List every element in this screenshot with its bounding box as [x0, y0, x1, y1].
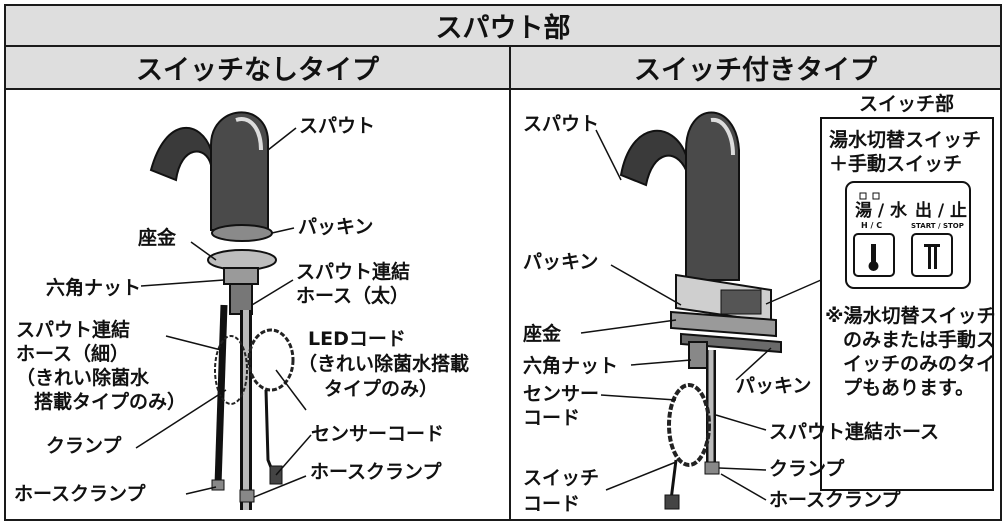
switch-sub-hot-cold: H / C [861, 221, 882, 230]
label-sensor-cord: センサーコード [311, 423, 444, 445]
label-hex-nut: 六角ナット [46, 276, 141, 299]
label-switch-box-1: 湯水切替スイッチ [829, 128, 981, 151]
label-switch-box-2: ＋手動スイッチ [829, 152, 962, 175]
faucet-icon [924, 244, 940, 247]
spout-highlight [235, 117, 263, 151]
label-hose: スパウト連結ホース [769, 420, 939, 443]
label-thin-hose-3: （きれい除菌水 [16, 366, 150, 389]
label-sensor-2: コード [523, 407, 580, 429]
label-spout: スパウト [299, 115, 375, 137]
switch-sub-start-stop: START / STOP [911, 222, 964, 230]
switch-label-hot-cold: 湯 / 水 [855, 200, 908, 221]
shaft [229, 283, 253, 315]
packing-ring [211, 224, 273, 242]
coil [667, 383, 711, 467]
spout-neck [619, 129, 687, 187]
note-line-1: ※湯水切替スイッチ [825, 304, 995, 327]
label-hose-clamp-left: ホースクランプ [14, 482, 146, 505]
panel-no-switch: スパウト 座金 パッキン 六角ナット スパウト連結 ホース（太） スパウト連結 … [4, 90, 511, 521]
label-thick-hose-1: スパウト連結 [296, 260, 410, 283]
thermometer-icon [871, 244, 876, 264]
label-spout: スパウト [523, 113, 599, 135]
indicator-cold [872, 192, 880, 200]
start-stop-switch-button [911, 233, 953, 277]
spout-neck [149, 127, 212, 182]
note-line-4: プもあります。 [843, 376, 974, 399]
label-hose-clamp-right: ホースクランプ [310, 460, 442, 483]
label-packing-top: パッキン [523, 251, 598, 273]
header-no-switch-type: スイッチなしタイプ [4, 45, 511, 90]
header-switch-type: スイッチ付きタイプ [509, 45, 1002, 90]
label-clamp: クランプ [769, 457, 845, 480]
washer-plate [670, 310, 777, 338]
switch-callout-box [820, 117, 994, 491]
label-sensor-1: センサー [523, 383, 599, 405]
label-packing: パッキン [298, 216, 373, 238]
packing-plate [680, 332, 782, 354]
label-led-1: LEDコード [308, 328, 406, 350]
switch-label-start-stop: 出 / 止 [915, 200, 967, 221]
leader-lines [580, 129, 822, 501]
label-thick-hose-2: ホース（太） [296, 284, 409, 307]
label-washer: 座金 [523, 322, 562, 345]
hose-clamp-shape [704, 461, 720, 475]
hose-clamp-right-shape [239, 489, 255, 503]
label-led-3: タイプのみ） [324, 377, 438, 400]
label-switch-section: スイッチ部 [859, 92, 954, 115]
no-switch-faucet-illustration: スパウト 座金 パッキン 六角ナット スパウト連結 ホース（太） スパウト連結 … [14, 111, 469, 510]
label-clamp: クランプ [46, 434, 122, 457]
label-hex-nut: 六角ナット [523, 354, 618, 377]
hex-nut-shape [688, 341, 708, 369]
coil-left [214, 335, 248, 405]
hex-nut-shape [223, 267, 259, 285]
spout-body [210, 111, 269, 231]
note-line-2: のみまたは手動ス [843, 328, 995, 351]
indicator-hot [859, 192, 867, 200]
label-hose-clamp: ホースクランプ [769, 488, 901, 511]
label-led-2: （きれい除菌水搭載 [298, 352, 469, 375]
label-thin-hose-4: 搭載タイプのみ） [34, 390, 186, 413]
label-thin-hose-2: ホース（細） [16, 342, 129, 365]
label-switch-cord-1: スイッチ [523, 467, 599, 489]
label-packing-bottom: パッキン [736, 375, 811, 397]
switch-faucet-illustration: スパウト スイッチ部 湯水切替スイッチ ＋手動スイッチ 湯 / 水 H / C … [523, 92, 995, 515]
section-title: スパウト部 [4, 4, 1002, 47]
hose-clamp-left-shape [211, 479, 225, 491]
switch-face [720, 289, 762, 315]
leader-lines [135, 127, 312, 498]
label-switch-cord-2: コード [523, 493, 580, 515]
panel-with-switch: スパウト スイッチ部 湯水切替スイッチ ＋手動スイッチ 湯 / 水 H / C … [509, 90, 1002, 521]
note-line-3: イッチのみのタイ [843, 353, 995, 375]
label-washer: 座金 [138, 226, 177, 249]
connector [664, 494, 680, 510]
spout-body [685, 111, 740, 281]
label-thin-hose-1: スパウト連結 [16, 318, 130, 341]
coil-right [247, 328, 295, 392]
